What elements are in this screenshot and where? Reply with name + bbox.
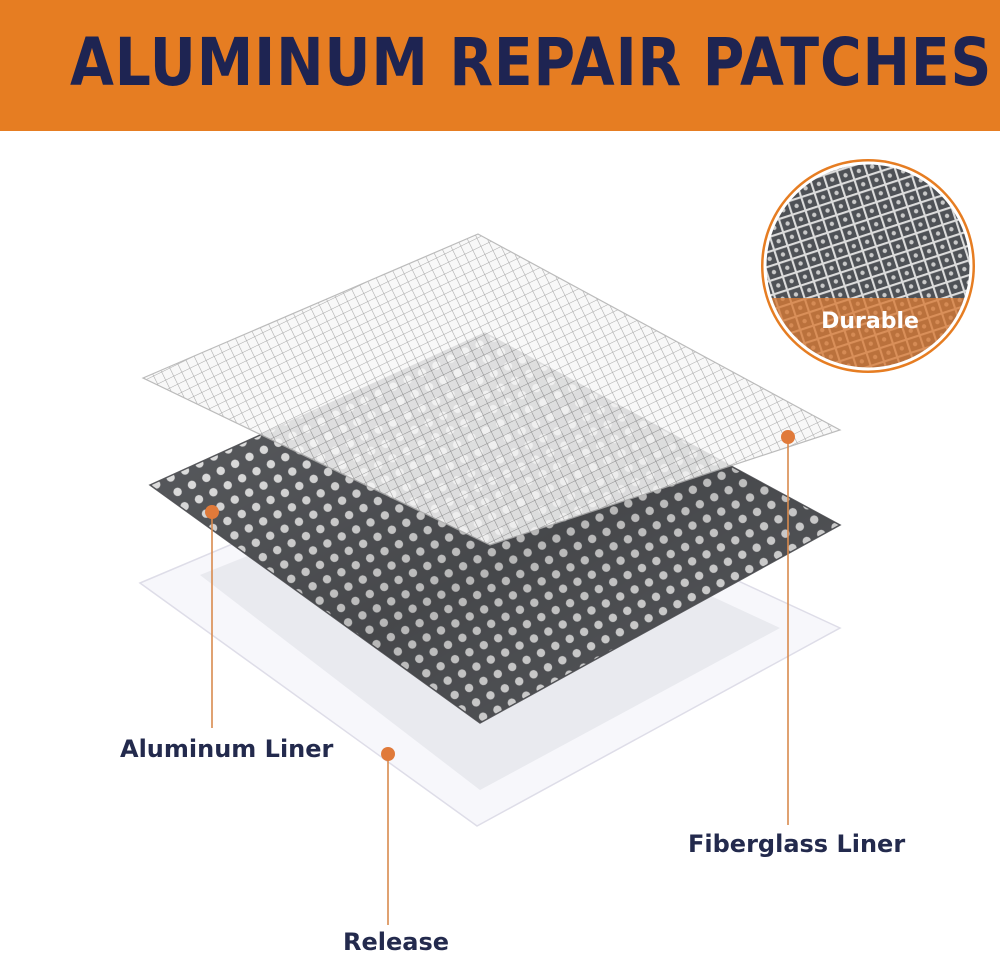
page-title: ALUMINUM REPAIR PATCHES xyxy=(70,24,993,101)
patch-layers-diagram xyxy=(138,159,975,925)
release-label: Release xyxy=(343,928,450,956)
fiberglass-liner-marker xyxy=(781,430,795,444)
release-marker xyxy=(381,747,395,761)
fiberglass-liner-sheet xyxy=(141,233,842,546)
durable-label: Durable xyxy=(821,309,919,334)
fiberglass-liner-label: Fiberglass Liner xyxy=(688,830,906,858)
title-banner: ALUMINUM REPAIR PATCHES xyxy=(0,0,1000,131)
aluminum-liner-label: Aluminum Liner xyxy=(120,735,334,763)
aluminum-liner-marker xyxy=(205,505,219,519)
durable-inset xyxy=(761,159,975,373)
